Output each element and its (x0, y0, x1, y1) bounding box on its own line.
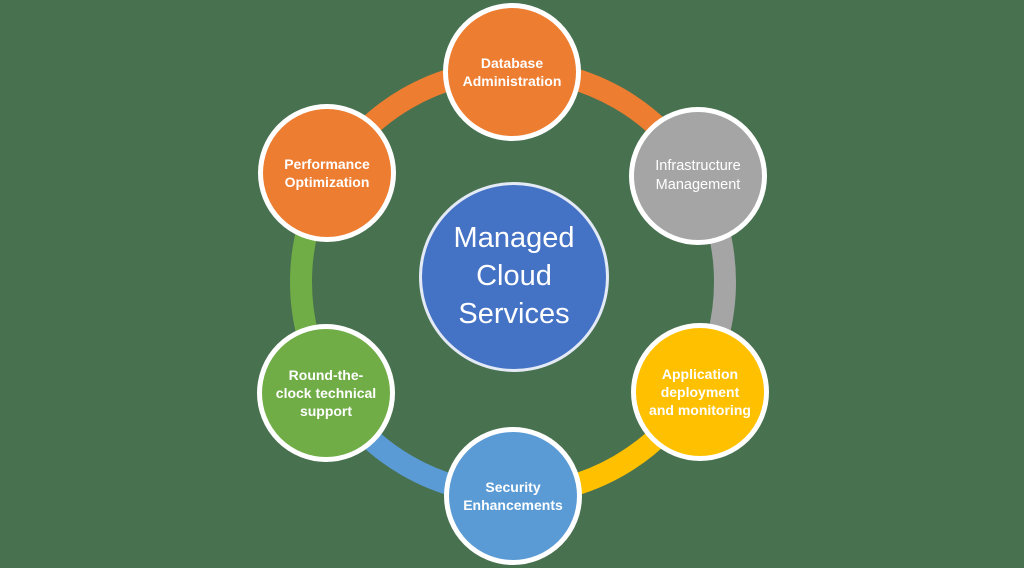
node-security-enhancements: Security Enhancements (444, 427, 582, 565)
node-application-deployment-and-monitoring: Application deployment and monitoring (631, 323, 769, 461)
node-round-the-clock-technical-support: Round-the- clock technical support (257, 324, 395, 462)
center-circle-managed-cloud-services: Managed Cloud Services (419, 182, 609, 372)
node-infrastructure-management: Infrastructure Management (629, 107, 767, 245)
node-performance-optimization: Performance Optimization (258, 104, 396, 242)
node-security-enhancements-label: Security Enhancements (463, 478, 563, 513)
node-database-administration: Database Administration (443, 3, 581, 141)
node-infrastructure-management-label: Infrastructure Management (655, 158, 741, 193)
node-database-administration-label: Database Administration (462, 54, 562, 89)
center-circle-label: Managed Cloud Services (453, 222, 575, 330)
node-round-the-clock-technical-support-label: Round-the- clock technical support (275, 366, 377, 420)
node-performance-optimization-label: Performance Optimization (284, 155, 370, 190)
node-application-deployment-and-monitoring-label: Application deployment and monitoring (649, 365, 751, 419)
